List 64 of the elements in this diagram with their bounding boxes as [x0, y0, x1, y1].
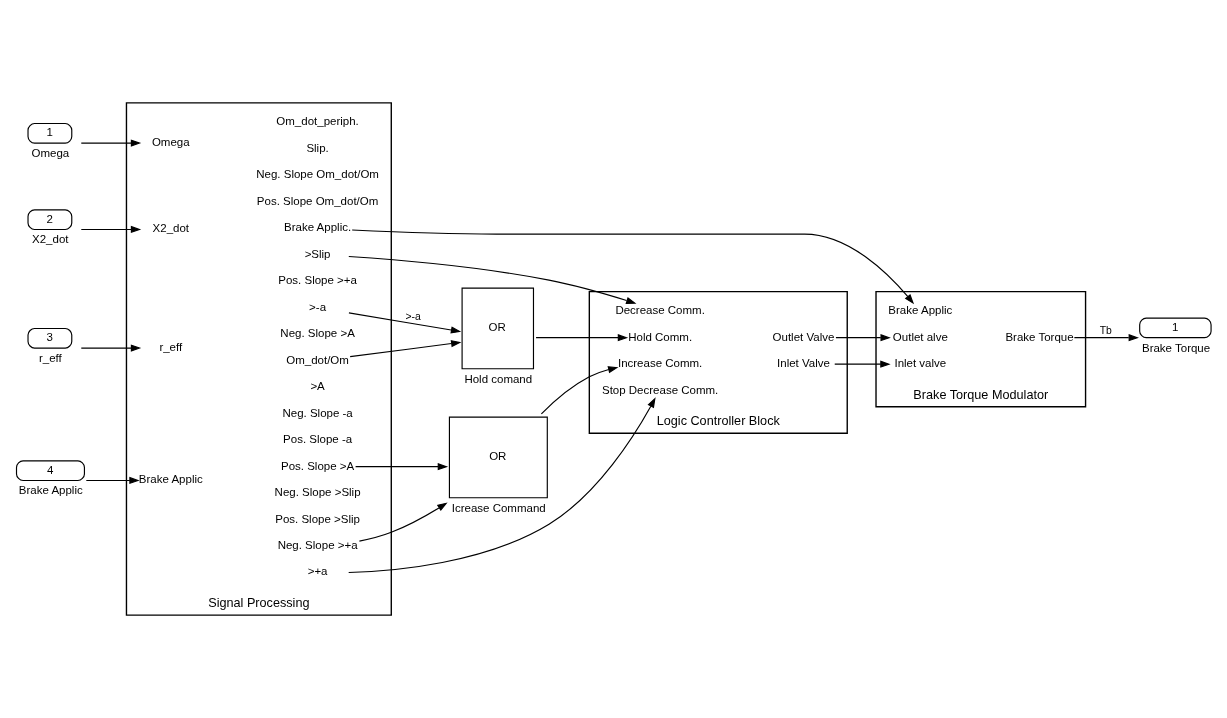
arrow — [80, 139, 142, 147]
edge-label: Tb — [1099, 325, 1112, 337]
arrow — [348, 312, 462, 334]
node-label: X2_dot — [32, 233, 69, 246]
arrow — [355, 463, 449, 471]
node-text: Om_dot/Om — [286, 353, 349, 366]
arrow — [358, 502, 448, 542]
node-text: Inlet valve — [894, 357, 947, 370]
arrow — [835, 334, 891, 342]
node-text: Hold Comm. — [628, 330, 693, 343]
node-text: Pos. Slope >A — [280, 459, 355, 472]
node-text: >-a — [309, 300, 327, 313]
node-text: Neg. Slope >Slip — [274, 486, 361, 499]
arrow — [1073, 334, 1139, 342]
node-text: Pos. Slope -a — [283, 433, 353, 446]
arrow — [85, 476, 140, 485]
node-text: Increase Comm. — [617, 357, 703, 370]
node-box: 1 — [27, 122, 73, 144]
node-text: Om_dot_periph. — [276, 115, 359, 128]
node-text: Stop Decrease Comm. — [601, 383, 719, 396]
node-text: Neg. Slope >A — [280, 327, 355, 340]
arrow — [535, 334, 629, 342]
arrow — [80, 225, 142, 234]
arrow — [348, 255, 637, 304]
node-text: >Slip — [304, 247, 331, 260]
node-text: Brake Applic. — [284, 221, 352, 234]
node-box: 1 — [1139, 317, 1212, 339]
node-text: Pos. Slope >+a — [278, 274, 357, 287]
node-label: Brake Torque — [1141, 341, 1211, 354]
node-text: Slip. — [306, 141, 329, 154]
arrow — [834, 360, 891, 368]
arrow — [348, 397, 656, 574]
node-text: X2_dot — [152, 222, 190, 235]
node-box: OR — [448, 416, 548, 499]
node-label: r_eff — [38, 351, 62, 364]
node-label: Brake Applic — [18, 484, 83, 497]
node-text: >+a — [307, 565, 328, 578]
node-text: Pos. Slope >Slip — [275, 512, 360, 525]
node-text: Neg. Slope >+a — [277, 538, 358, 551]
node-text: Decrease Comm. — [615, 304, 705, 317]
node-text: Inlet Valve — [777, 357, 830, 370]
arrow — [349, 340, 462, 358]
node-box: OR — [461, 287, 535, 370]
node-text: >A — [310, 380, 325, 393]
node-text: Brake Applic — [888, 304, 953, 317]
node-text: Neg. Slope Om_dot/Om — [256, 168, 379, 181]
node-label: Omega — [31, 146, 70, 159]
node-label: Hold comand — [464, 372, 533, 385]
node-text: r_eff — [159, 340, 183, 353]
node-box: 4 — [15, 460, 85, 482]
node-label: Icrease Command — [451, 501, 546, 514]
node-text: Outlet Valve — [772, 330, 835, 343]
node-text: Outlet alve — [892, 330, 948, 343]
node-text: Pos. Slope Om_dot/Om — [256, 194, 379, 207]
node-text: Brake Applic — [138, 473, 203, 486]
node-box: 2 — [27, 209, 73, 231]
node-text: Brake Torque — [1005, 330, 1074, 343]
arrow — [351, 229, 915, 305]
node-text: Neg. Slope -a — [282, 406, 353, 419]
arrow — [540, 366, 619, 415]
edge-label: >-a — [405, 310, 421, 322]
arrow — [80, 344, 142, 352]
node-box: 3 — [27, 327, 73, 349]
node-text: Omega — [151, 135, 190, 148]
